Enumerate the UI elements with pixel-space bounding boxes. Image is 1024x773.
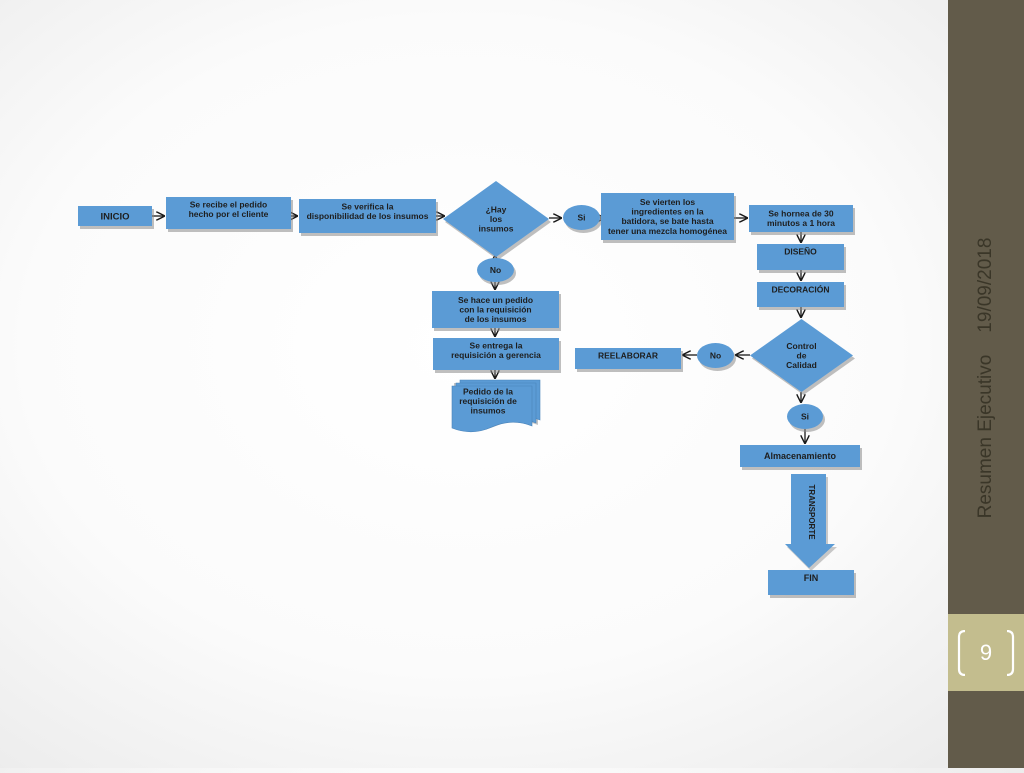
node-si-2: Si [787,404,825,432]
node-diseno: DISEÑO [757,244,846,273]
footer-vertical: Resumen Ejecutivo 19/09/2018 [975,238,997,519]
node-no-2: No [697,343,736,371]
node-reelaborar: REELABORAR [575,348,683,372]
svg-text:Si: Si [577,212,585,222]
node-almacenamiento: Almacenamiento [740,445,862,470]
svg-text:No: No [710,350,721,360]
svg-text:DECORACIÓN: DECORACIÓN [771,284,829,295]
svg-text:DISEÑO: DISEÑO [784,247,817,257]
node-no-1: No [477,258,516,285]
footer-title: Resumen Ejecutivo [975,354,996,519]
svg-text:No: No [490,265,501,275]
footer-date: 19/09/2018 [975,237,996,333]
page-number-brackets [957,630,1015,676]
page-number: 9 [979,640,993,665]
node-fin: FIN [768,570,856,598]
svg-text:REELABORAR: REELABORAR [598,351,658,361]
page-number-band [948,614,1024,691]
svg-text:TRANSPORTE: TRANSPORTE [807,484,816,540]
node-decoracion: DECORACIÓN [757,282,846,310]
svg-text:Si: Si [801,411,809,421]
node-transporte: TRANSPORTE [785,474,837,571]
svg-text:INICIO: INICIO [100,211,129,222]
svg-text:FIN: FIN [804,573,819,583]
svg-text:Almacenamiento: Almacenamiento [764,451,837,461]
node-si-1: Si [563,205,602,233]
node-inicio: INICIO [78,206,154,229]
